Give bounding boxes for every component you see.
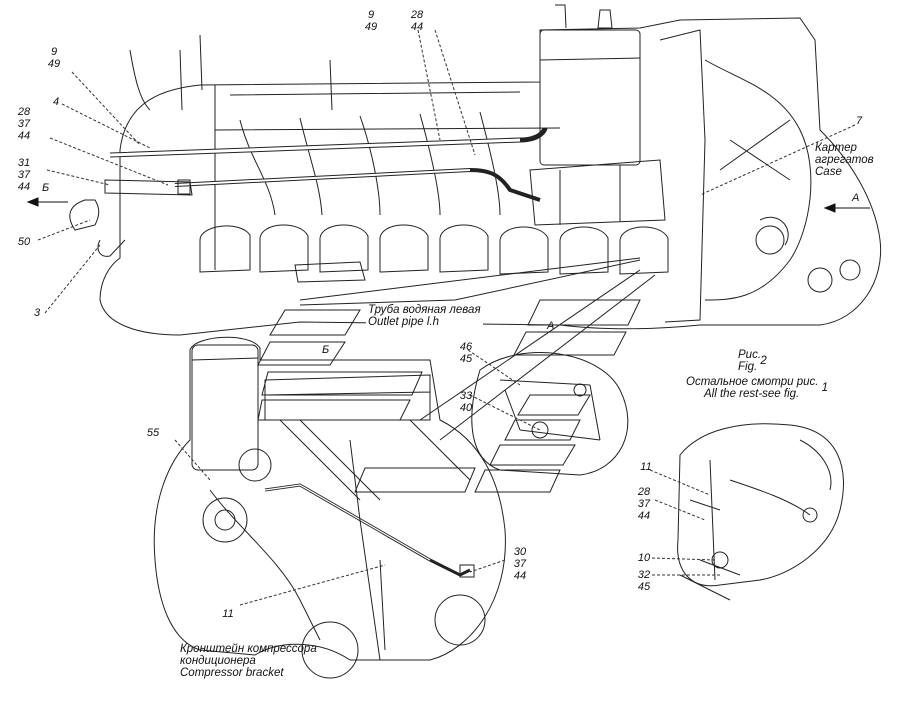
callout-text: 46 (459, 341, 473, 353)
case-caption: Картер агрегатов Case (815, 142, 874, 178)
bracket-caption-ru-line1: Кронштейн компрессора (180, 643, 317, 655)
pipe-caption-ru: Труба водяная левая (368, 304, 481, 316)
callout-text: 37 (513, 558, 527, 570)
callout-text: 33 (459, 390, 473, 402)
callout-46-45: 46 45 (456, 341, 476, 365)
callout-text: 11 (222, 608, 234, 620)
callout-text: 55 (146, 427, 160, 439)
callout-text: 44 (17, 130, 31, 142)
callout-text: 9 (50, 46, 58, 58)
detail-view-a (471, 352, 629, 476)
callout-text: 28 (410, 9, 424, 21)
lower-engine-view (153, 336, 506, 679)
rest-caption: Остальное смотри рис. 1 All the rest-see… (686, 376, 828, 400)
callout-32-45: 32 45 (634, 569, 654, 593)
callout-text: 44 (410, 21, 424, 33)
pipe-caption: Труба водяная левая Outlet pipe l.h (366, 304, 483, 328)
callout-text: 37 (17, 169, 31, 181)
callout-text: 40 (459, 402, 473, 414)
fig-caption-en: Fig. (738, 361, 758, 373)
view-letter-a: А (547, 320, 555, 332)
callout-text: 30 (513, 546, 527, 558)
rest-caption-en: All the rest-see fig. (704, 388, 800, 400)
rest-caption-ru: Остальное смотри рис. (686, 376, 819, 388)
callout-7: 7 (852, 115, 866, 127)
callout-text: 45 (637, 581, 651, 593)
callout-text: 37 (637, 498, 651, 510)
fig-caption-ru: Рис. (738, 349, 762, 361)
leader-lines (37, 29, 856, 606)
bracket-caption-ru-line2: кондиционера (180, 655, 256, 667)
callout-text: 50 (17, 236, 31, 248)
callout-4: 4 (50, 96, 62, 108)
callout-31-37-44: 31 37 44 (14, 157, 34, 193)
view-arrow-a-head (823, 203, 836, 213)
callout-text: 10 (637, 552, 651, 564)
callout-11-right: 11 (636, 461, 656, 473)
pipe-caption-en: Outlet pipe l.h (368, 316, 439, 328)
view-arrow-b-head (26, 197, 39, 207)
callout-text: 31 (17, 157, 31, 169)
callout-28-37-44-right: 28 37 44 (634, 486, 654, 522)
view-letter-b-arrow: Б (42, 182, 50, 194)
callout-9-49-left: 9 49 (44, 46, 64, 70)
callout-text: 32 (637, 569, 651, 581)
callout-text: 4 (52, 96, 60, 108)
view-letter-a-arrow: А (852, 192, 860, 204)
callout-33-40: 33 40 (456, 390, 476, 414)
fig-number: 2 (760, 355, 767, 367)
callout-28-37-44-left: 28 37 44 (14, 106, 34, 142)
callout-text: 9 (367, 9, 375, 21)
detail-view-b (677, 423, 844, 601)
callout-text: 37 (17, 118, 31, 130)
callout-55: 55 (143, 427, 163, 439)
callout-text: 3 (33, 307, 41, 319)
callout-text: 44 (17, 181, 31, 193)
callout-text: 28 (17, 106, 31, 118)
callout-3: 3 (30, 307, 44, 319)
callout-text: 44 (513, 570, 527, 582)
callout-text: 44 (637, 510, 651, 522)
callout-28-44-top: 28 44 (408, 9, 426, 33)
callout-text: 7 (855, 115, 863, 127)
projection-band (257, 257, 656, 493)
bracket-caption: Кронштейн компрессора кондиционера Compr… (180, 643, 317, 679)
bracket-caption-en: Compressor bracket (180, 667, 284, 679)
callout-text: 28 (637, 486, 651, 498)
rest-fig-number: 1 (821, 382, 829, 394)
upper-engine-view (69, 4, 882, 336)
callout-50: 50 (14, 236, 34, 248)
case-caption-ru-line1: Картер (815, 142, 857, 154)
fig-caption: Рис. Fig. 2 (738, 349, 767, 373)
callout-30-37-44: 30 37 44 (510, 546, 530, 582)
callout-text: 49 (364, 21, 378, 33)
view-letter-b: Б (322, 344, 330, 356)
callout-11-bottom: 11 (218, 608, 238, 620)
callout-text: 11 (640, 461, 652, 473)
case-caption-ru-line2: агрегатов (815, 154, 874, 166)
case-caption-en: Case (815, 166, 842, 178)
view-arrows (26, 197, 870, 213)
callout-text: 45 (459, 353, 473, 365)
callout-10: 10 (634, 552, 654, 564)
callout-9-49-top: 9 49 (362, 9, 380, 33)
callout-text: 49 (47, 58, 61, 70)
